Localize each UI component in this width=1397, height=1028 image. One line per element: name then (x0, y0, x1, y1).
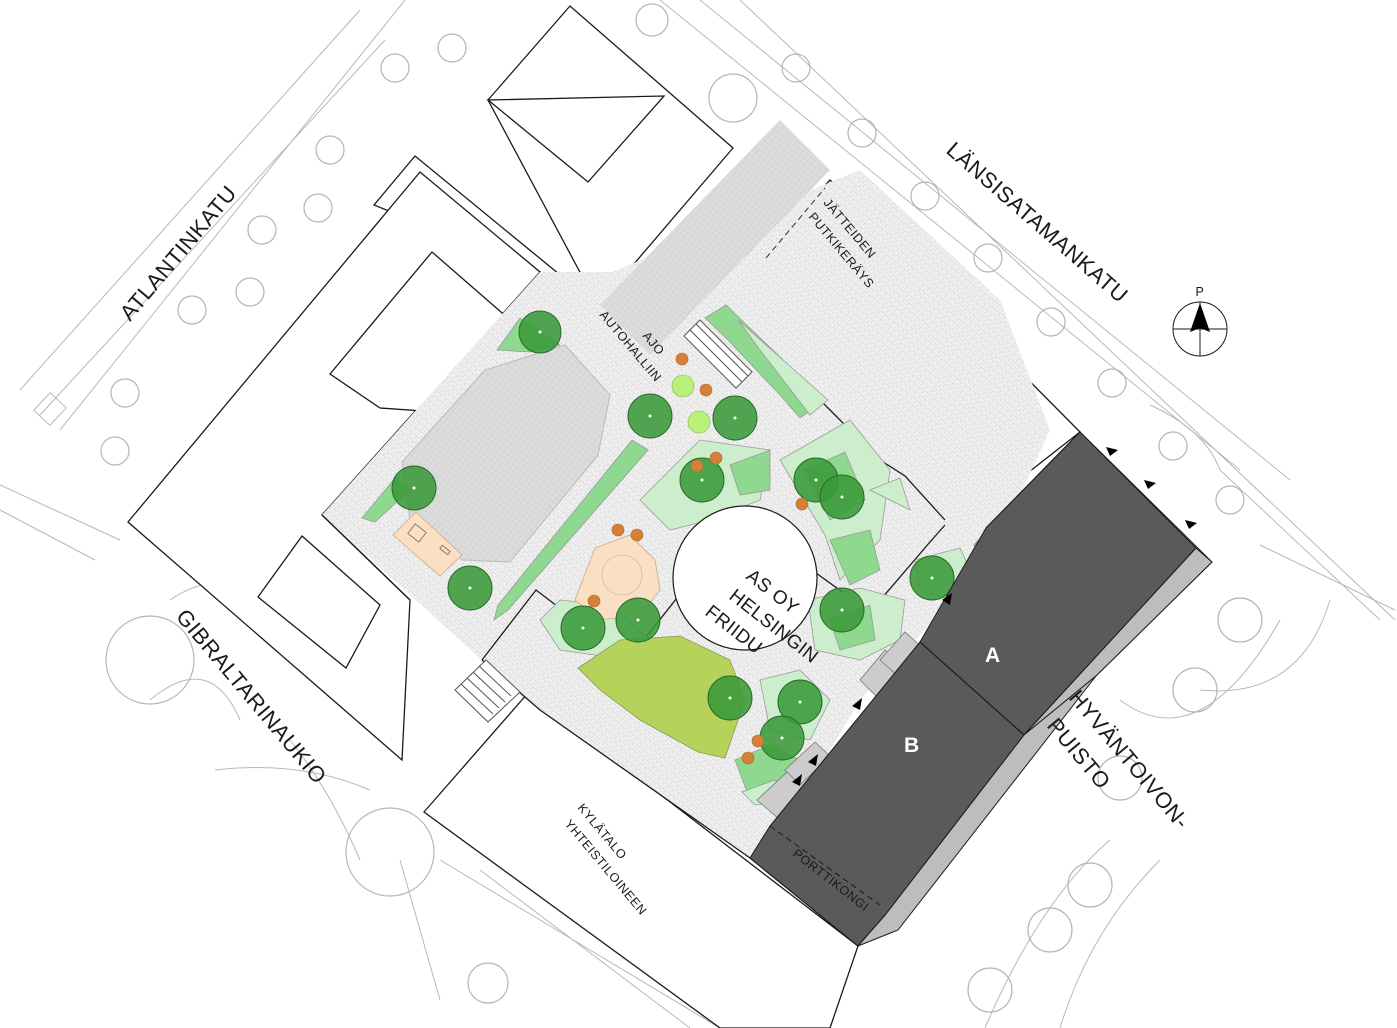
bench (439, 544, 451, 556)
building-label-a: A (985, 644, 1000, 667)
north-arrow (1172, 301, 1228, 357)
street-trees (100, 3, 1263, 1013)
bench (407, 523, 427, 543)
stairs (454, 319, 753, 723)
shrubs (587, 352, 809, 765)
plaza-circle (672, 505, 818, 651)
waste-collection-dashed (765, 187, 826, 259)
entrance-arrows (792, 447, 1197, 786)
tree-centres (412, 330, 934, 740)
building-label-b: B (904, 734, 919, 757)
play-sand-ring (601, 554, 643, 596)
play-deck (392, 511, 463, 577)
street-label-atlantinkatu: ATLANTINKATU (115, 181, 242, 326)
new-building (749, 431, 1213, 947)
north-arrow-label: P (1196, 285, 1205, 299)
